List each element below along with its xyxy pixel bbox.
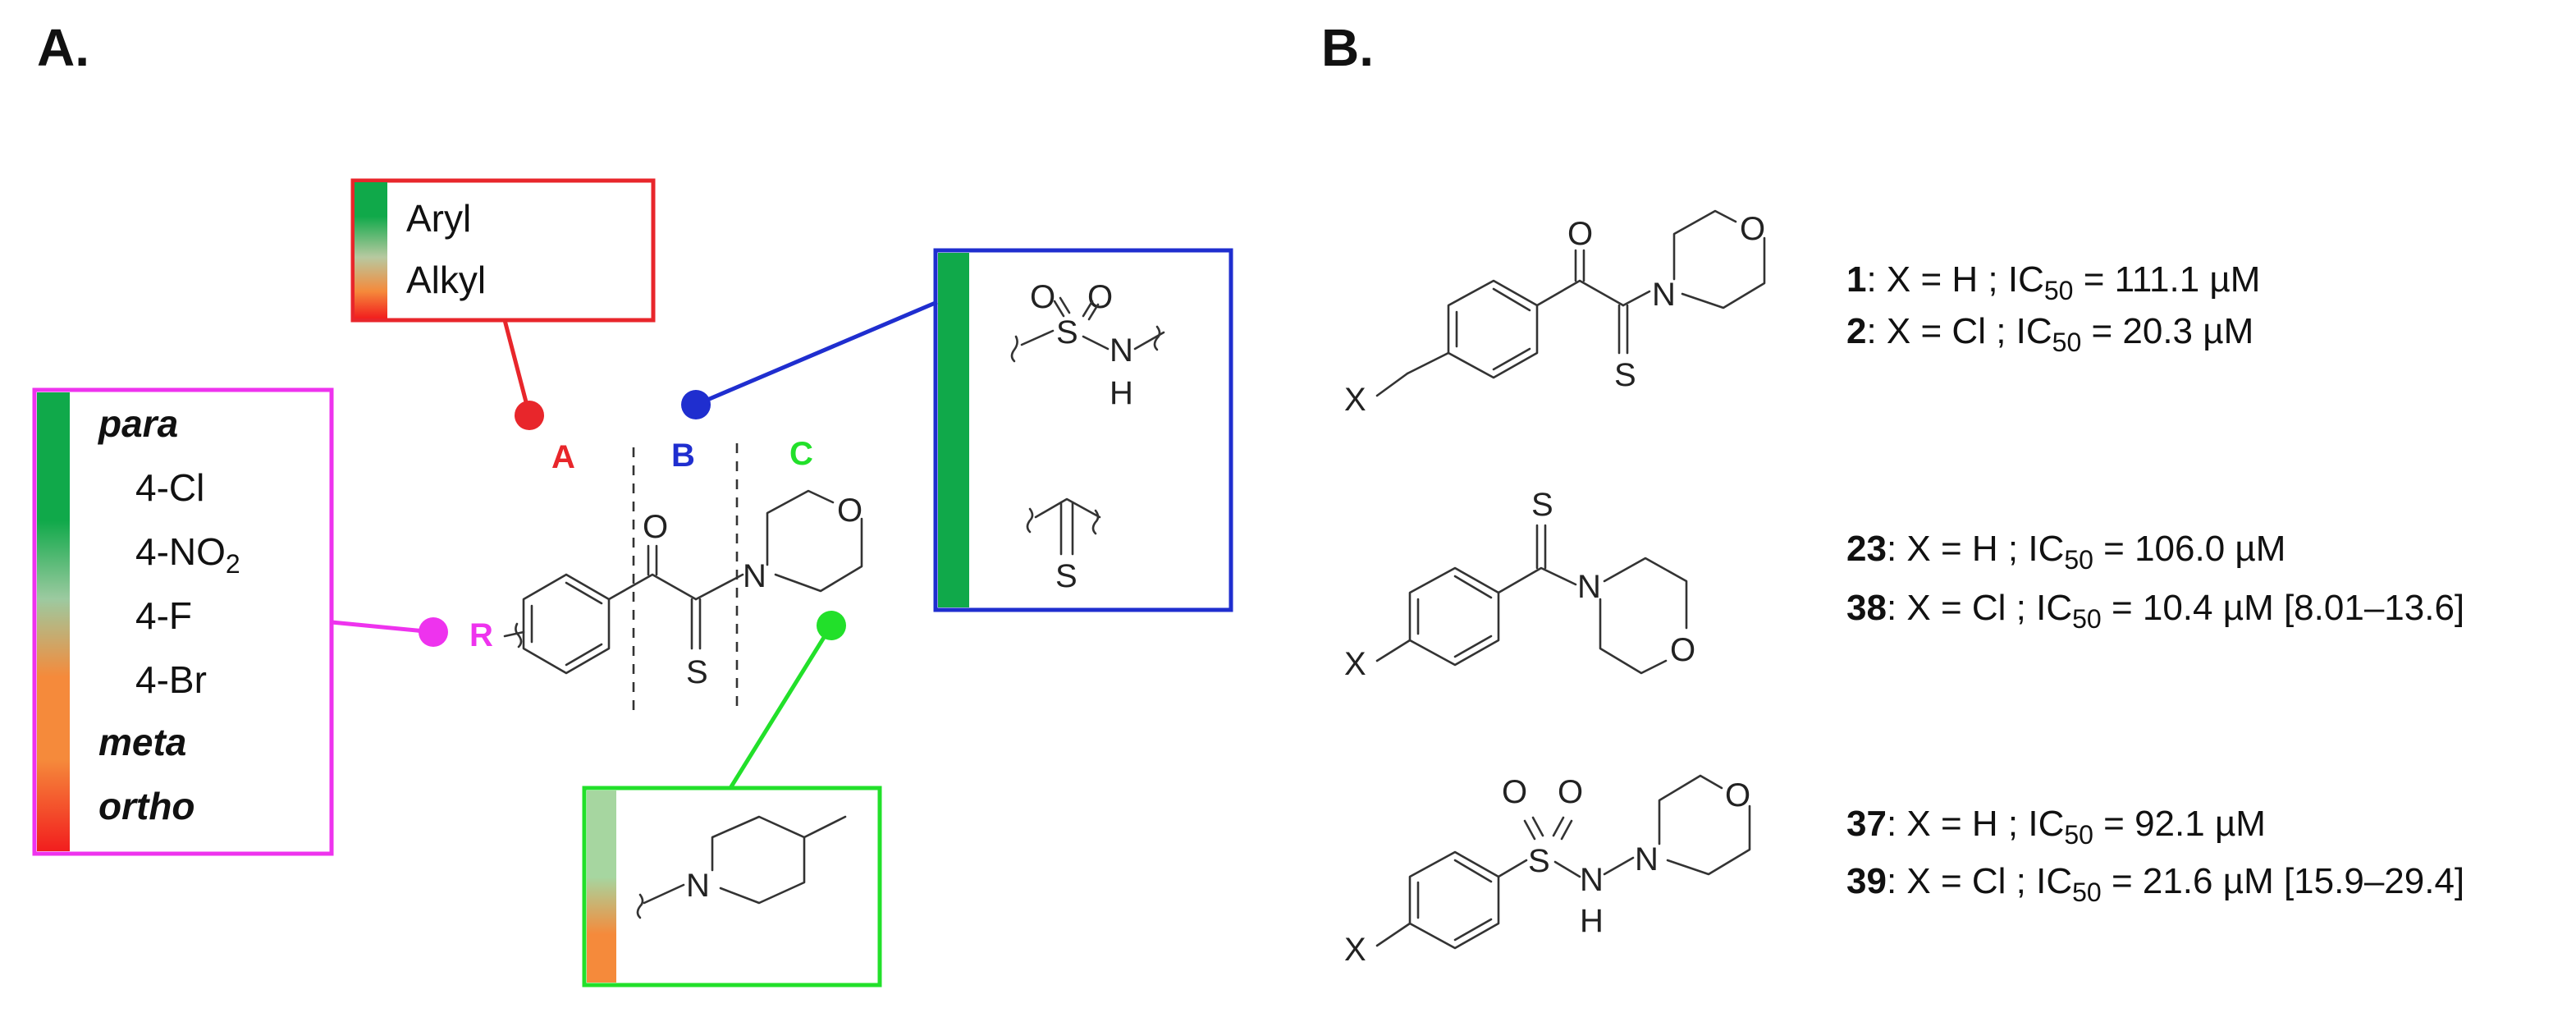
compound-id: 39 (1846, 861, 1887, 901)
compound-list: 1: X = H ; IC50 = 111.1 µM 2: X = Cl ; I… (1846, 259, 2464, 907)
region-r-label: R (469, 617, 493, 653)
atom-s: S (1055, 558, 1078, 594)
compound-39: 39: X = Cl ; IC50 = 21.6 µM [15.9–29.4] (1846, 861, 2464, 907)
substitution-para: para (97, 402, 178, 445)
atom-x: X (1344, 646, 1366, 682)
compound-value: = 20.3 µM (2081, 311, 2253, 351)
red-dot (515, 401, 544, 430)
atom-s: S (1056, 314, 1078, 351)
atom-o: O (1087, 279, 1113, 315)
structure-1-2: X O S N O (1344, 209, 1766, 418)
compound-subscript: 50 (2072, 877, 2102, 907)
compound-37: 37: X = H ; IC50 = 92.1 µM (1846, 804, 2266, 850)
magenta-dot (419, 617, 448, 647)
substitution-4no2-main: 4-NO (135, 530, 226, 573)
atom-o: O (1725, 777, 1750, 813)
atom-x: X (1344, 932, 1366, 968)
compound-label: : X = Cl ; IC (1887, 861, 2072, 901)
atom-n: N (1110, 332, 1133, 369)
region-c-label: C (789, 436, 813, 472)
compound-subscript: 50 (2052, 328, 2082, 357)
atom-o: O (1740, 211, 1765, 247)
compound-value: = 21.6 µM [15.9–29.4] (2102, 861, 2464, 901)
atom-n: N (686, 868, 710, 904)
compound-38: 38: X = Cl ; IC50 = 10.4 µM [8.01–13.6] (1846, 588, 2464, 634)
central-scaffold: A B C R O S N O (469, 436, 863, 714)
atom-o: O (1567, 216, 1593, 252)
atom-o: O (1670, 632, 1695, 668)
compound-value: = 106.0 µM (2093, 529, 2285, 569)
atom-n: N (1635, 841, 1659, 877)
blue-dot (681, 390, 711, 419)
compound-subscript: 50 (2064, 820, 2093, 850)
sulfonamide-fragment: S O O N H (1010, 279, 1165, 411)
compound-label: : X = Cl ; IC (1866, 311, 2052, 351)
atom-s: S (1531, 487, 1553, 523)
thioketone-fragment: S (1026, 497, 1101, 594)
compound-id: 23 (1846, 529, 1887, 569)
panel-b-label: B. (1321, 18, 1374, 77)
atom-s: S (1528, 843, 1550, 879)
atom-o: O (643, 509, 668, 545)
red-box-item-aryl: Aryl (406, 197, 471, 240)
substitution-4no2: 4-NO2 (135, 530, 240, 579)
compound-label: : X = H ; IC (1887, 529, 2064, 569)
substitution-4no2-subscript: 2 (226, 549, 240, 579)
green-dot (817, 611, 846, 640)
compound-label: : X = H ; IC (1866, 259, 2043, 300)
atom-n: N (1652, 277, 1676, 313)
atom-h: H (1110, 375, 1133, 411)
compound-id: 2 (1846, 311, 1866, 351)
magenta-connector (331, 620, 434, 635)
atom-s: S (686, 654, 708, 690)
panel-a-label: A. (37, 18, 89, 77)
red-box-item-alkyl: Alkyl (406, 259, 486, 301)
atom-o: O (1502, 774, 1527, 810)
substitution-4f: 4-F (135, 594, 192, 637)
compound-value: = 111.1 µM (2073, 259, 2260, 300)
compound-subscript: 50 (2044, 276, 2074, 305)
red-box: Aryl Alkyl (350, 178, 656, 323)
region-a-label: A (551, 439, 575, 475)
red-connector (502, 319, 532, 415)
atom-n: N (743, 558, 766, 594)
compound-id: 1 (1846, 259, 1866, 300)
substitution-meta: meta (98, 721, 186, 763)
substitution-4cl: 4-Cl (135, 466, 204, 509)
blue-box: S O O N H S (933, 248, 1233, 612)
compound-2: 2: X = Cl ; IC50 = 20.3 µM (1846, 311, 2253, 357)
compound-id: 38 (1846, 588, 1887, 628)
structure-37-39: X S O O N H N O (1344, 774, 1751, 968)
region-b-label: B (671, 438, 695, 474)
compound-label: : X = H ; IC (1887, 804, 2064, 844)
atom-o: O (1030, 279, 1055, 315)
substitution-4br: 4-Br (135, 658, 207, 701)
structure-23-38: X S N O (1344, 487, 1695, 682)
magenta-box: para 4-Cl 4-NO2 4-F 4-Br meta ortho (32, 387, 334, 856)
blue-connector (695, 300, 938, 407)
compound-value: = 10.4 µM [8.01–13.6] (2102, 588, 2464, 628)
compound-id: 37 (1846, 804, 1887, 844)
green-box: N (582, 786, 882, 987)
atom-s: S (1614, 357, 1636, 393)
atom-x: X (1344, 382, 1366, 418)
compound-1: 1: X = H ; IC50 = 111.1 µM (1846, 259, 2260, 305)
atom-h: H (1580, 903, 1604, 939)
atom-n: N (1577, 569, 1601, 605)
compound-value: = 92.1 µM (2093, 804, 2266, 844)
compound-subscript: 50 (2072, 604, 2102, 634)
compound-subscript: 50 (2064, 545, 2093, 575)
compound-label: : X = Cl ; IC (1887, 588, 2072, 628)
atom-o: O (1558, 774, 1583, 810)
atom-o: O (837, 493, 862, 529)
substitution-ortho: ortho (98, 785, 195, 827)
green-connector (728, 624, 834, 790)
compound-23: 23: X = H ; IC50 = 106.0 µM (1846, 529, 2285, 575)
atom-n: N (1580, 862, 1604, 898)
